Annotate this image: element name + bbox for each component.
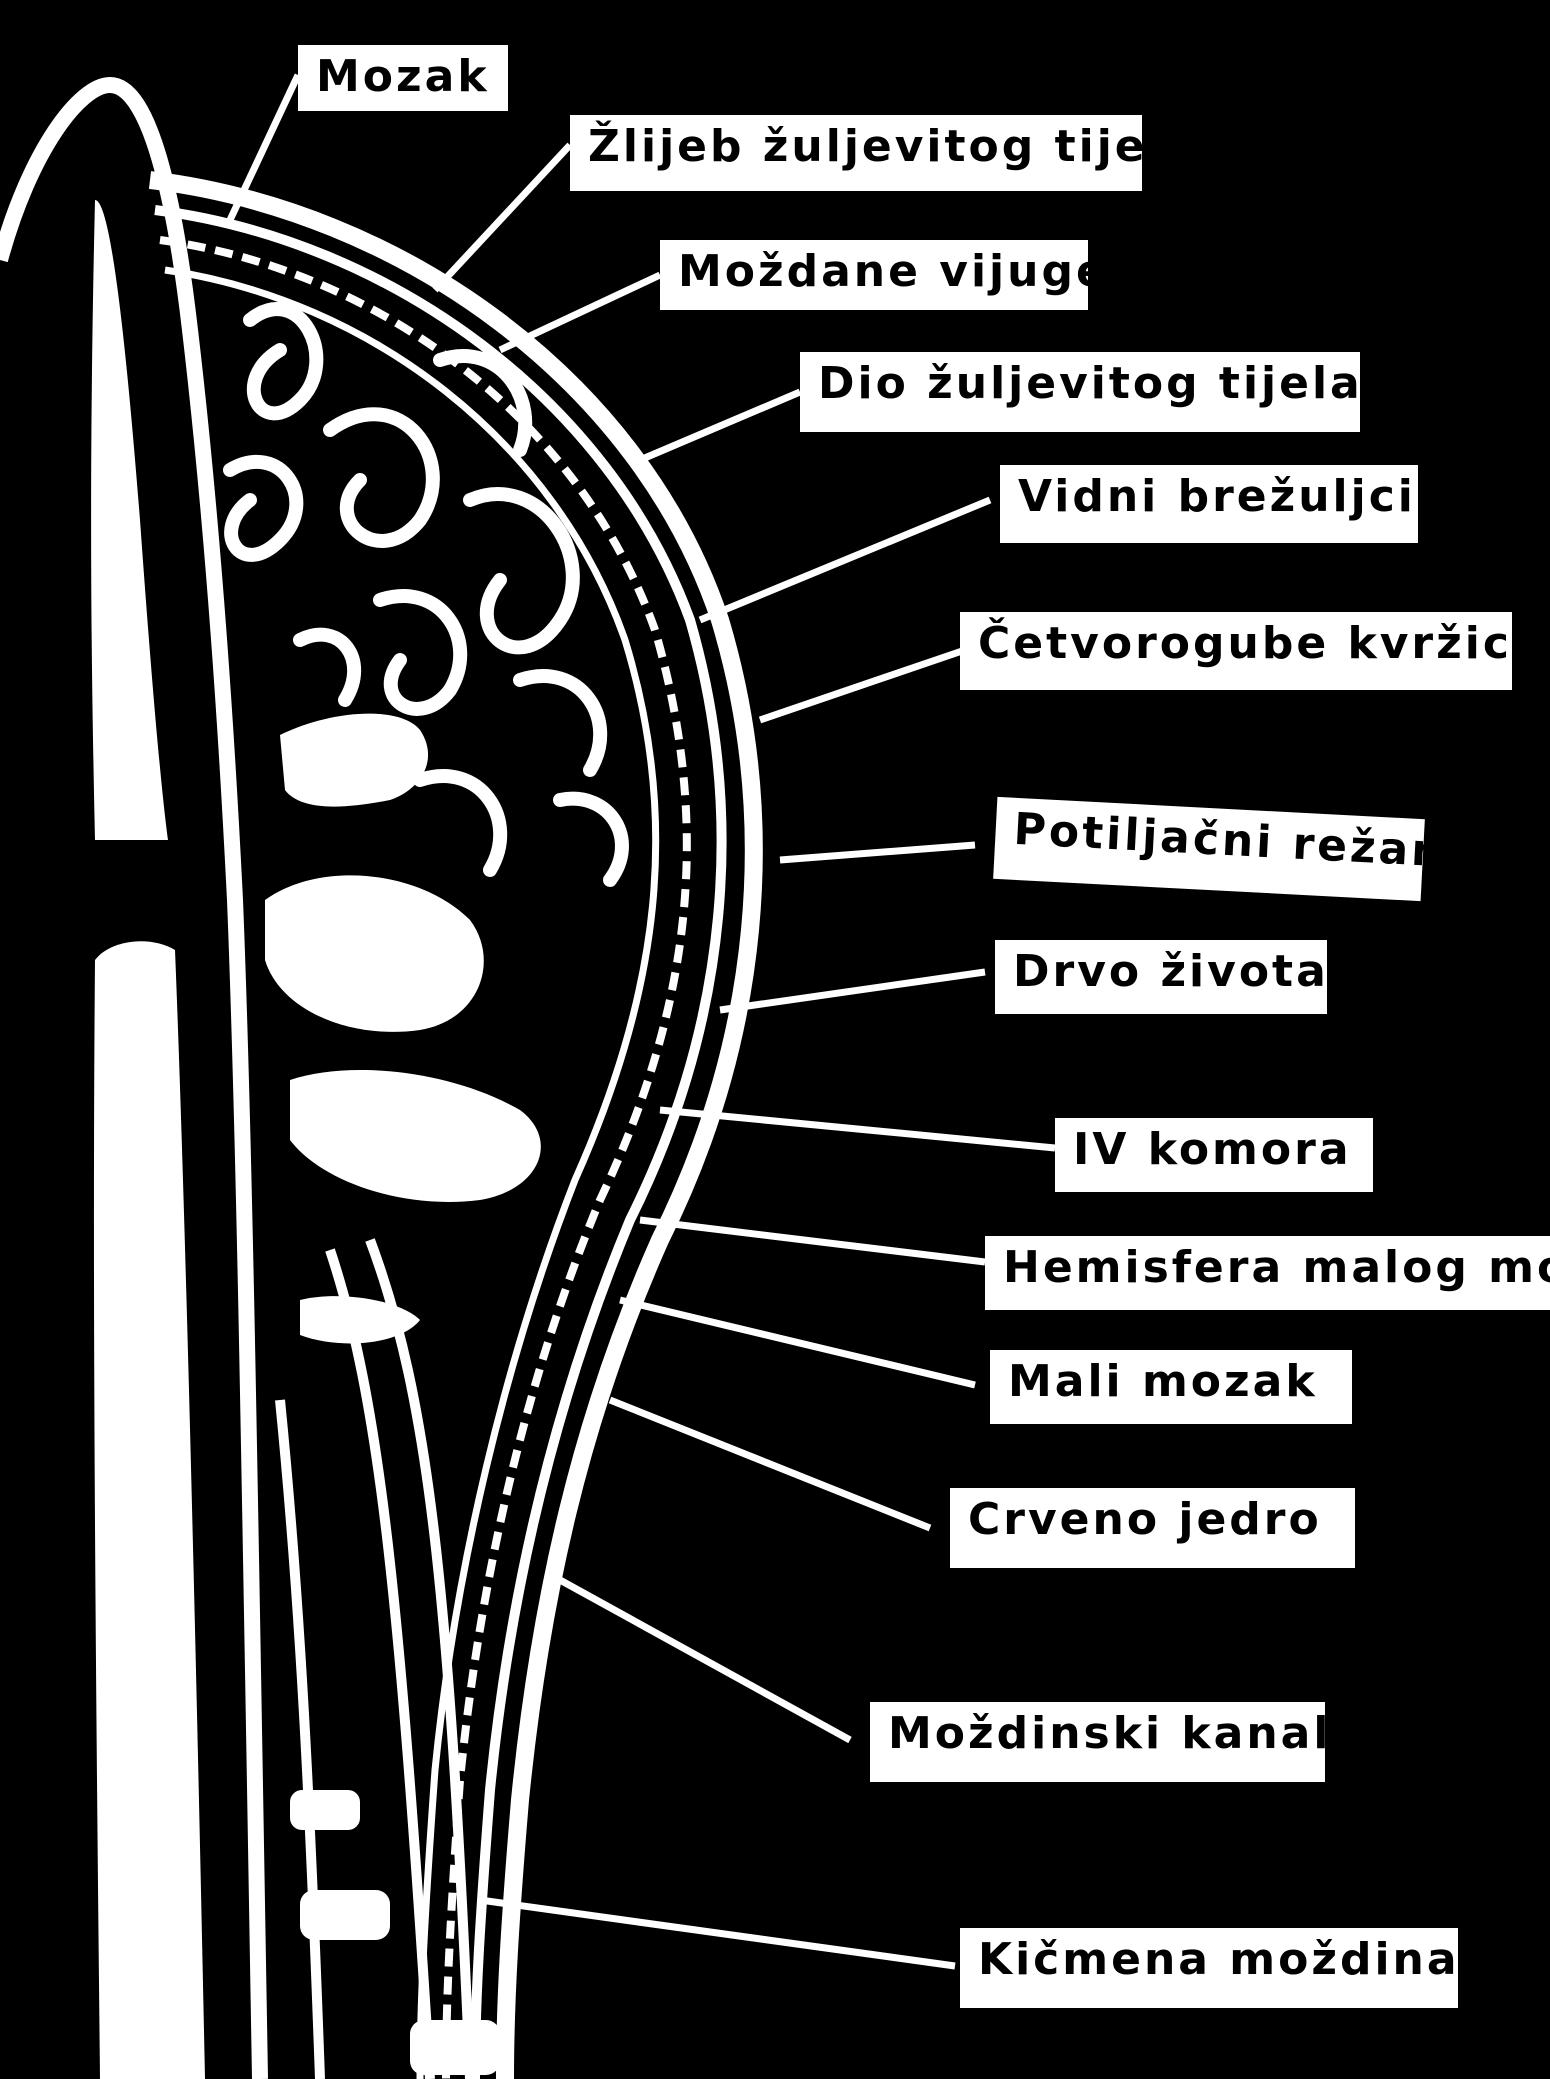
label-vidni-brezuljci: Vidni brežuljci bbox=[1000, 465, 1418, 543]
label-drvo-zivota: Drvo života bbox=[995, 940, 1327, 1014]
leader-mozdane-vijuge bbox=[500, 275, 660, 350]
leader-drvo-zivota bbox=[720, 972, 985, 1010]
label-zlijeb-zuljevitog-tijela: Žlijeb žuljevitog tijela bbox=[570, 115, 1142, 191]
cerebellum-shapes bbox=[265, 875, 541, 1343]
label-mozdinski-kanal: Moždinski kanal bbox=[870, 1702, 1325, 1782]
brain-gyri bbox=[230, 309, 622, 880]
leader-crveno-jedro bbox=[610, 1400, 930, 1528]
label-mali-mozak: Mali mozak bbox=[990, 1350, 1352, 1424]
leader-iv-komora bbox=[660, 1110, 1055, 1148]
leader-zlijeb bbox=[435, 145, 570, 290]
label-cetvorogube-kvrzice: Četvorogube kvržice bbox=[960, 612, 1512, 690]
label-hemisfera-malog-mozga: Hemisfera malog mozga bbox=[985, 1236, 1550, 1310]
leader-cetvorogube bbox=[760, 650, 965, 720]
leader-mozdinski-kanal bbox=[560, 1580, 850, 1740]
leader-kicmena-mozdina bbox=[480, 1900, 955, 1966]
leader-dio-zuljevitog bbox=[640, 392, 800, 460]
leader-potiljacni bbox=[780, 845, 975, 860]
label-dio-zuljevitog-tijela: Dio žuljevitog tijela bbox=[800, 352, 1360, 432]
label-mozak: Mozak bbox=[298, 45, 508, 111]
label-mozdane-vijuge: Moždane vijuge bbox=[660, 240, 1088, 310]
nasal-shape bbox=[91, 200, 168, 840]
label-kicmena-mozdina: Kičmena moždina bbox=[960, 1928, 1458, 2008]
spinal-column-bar bbox=[94, 941, 205, 2079]
label-iv-komora: IV komora bbox=[1055, 1118, 1373, 1192]
leader-hemisfera bbox=[640, 1220, 985, 1262]
leader-mali-mozak bbox=[620, 1300, 975, 1385]
corpus-callosum-shape bbox=[280, 714, 428, 807]
leader-vidni-brezuljci bbox=[700, 500, 990, 620]
label-crveno-jedro: Crveno jedro bbox=[950, 1488, 1355, 1568]
brainstem-lines bbox=[280, 1240, 470, 2079]
